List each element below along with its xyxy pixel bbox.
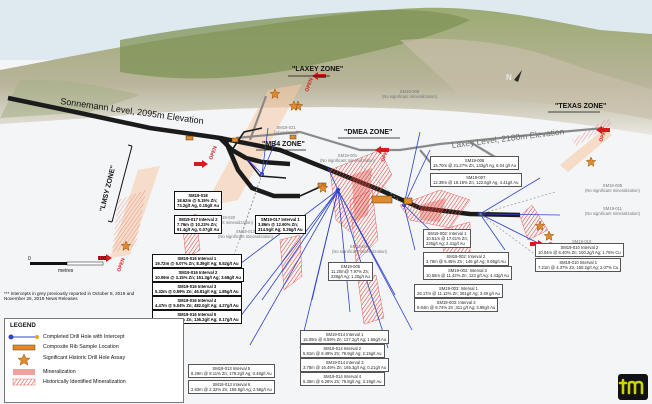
legend: LEGEND Completed Drill Hole with Interce…	[4, 318, 184, 403]
hole-label-sm19-021: SM19-021(Abandoned)	[274, 125, 299, 136]
mineralization	[352, 168, 446, 222]
mineralization-symbol-icon	[13, 369, 35, 375]
open-label-laxey: OPEN	[304, 77, 315, 93]
grey-intercepts-note: *** Intercepts in grey previously report…	[4, 291, 135, 302]
hole-label-sm19-013: SM19-013(No significant mineralization)	[218, 229, 273, 240]
hole-label-sm19-004: SM19-004(No significant mineralization)	[332, 244, 387, 255]
historic-mineralization-symbol-icon	[12, 378, 36, 386]
laxey-zone-label: "LAXEY ZONE"	[292, 66, 344, 73]
legend-symbols	[8, 334, 39, 386]
texas-zone-envelope	[560, 128, 612, 172]
legend-item-mineralization: Mineralization	[43, 369, 76, 375]
drill-hole-symbol-icon	[8, 334, 39, 340]
svg-text:100: 100	[98, 256, 107, 262]
scale-bar: 0 100 metres	[28, 256, 107, 274]
hole-label-sm19-010: SM19-010	[572, 239, 592, 244]
tm-logo-icon	[618, 378, 644, 395]
composite-symbol-icon	[12, 344, 36, 351]
svg-text:N: N	[506, 73, 512, 82]
legend-item-historic-mineralization: Historically Identified Mineralization	[43, 379, 126, 385]
open-label-texas: OPEN	[598, 127, 609, 143]
company-logo	[618, 374, 648, 400]
hole-label-sm19-009: SM19-009(No significant mineralization)	[585, 183, 640, 194]
hole-label-sm19-020: SM19-020(No significant mineralization)	[198, 215, 253, 226]
open-label-mb4: OPEN	[208, 145, 219, 161]
hole-label-sm19-008: SM19-008(No significant mineralization)	[382, 89, 437, 100]
legend-title: LEGEND	[10, 322, 36, 329]
hole-label-sm19-001: SM19-001(No significant mineralization)	[320, 153, 375, 164]
hole-label-sm19-011: SM19-011(No significant mineralization)	[585, 206, 640, 217]
legend-item-historic-assay: Significant Historic Drill Hole Assay	[43, 355, 126, 361]
north-arrow-icon: N	[506, 70, 522, 82]
legend-item-composite: Composite Rib Sample Location	[43, 344, 119, 350]
svg-text:0: 0	[28, 256, 31, 262]
lmsy-zone-bracket	[107, 144, 133, 223]
star-symbol-icon	[17, 353, 31, 366]
mb4-zone-label: "MB4 ZONE"	[262, 141, 305, 148]
texas-zone-label: "TEXAS ZONE"	[555, 103, 607, 110]
svg-text:metres: metres	[58, 268, 74, 274]
legend-item-drill-hole: Completed Drill Hole with Intercept	[43, 334, 125, 340]
open-label-lmsy: OPEN	[116, 257, 127, 273]
terrain-hillside	[0, 7, 652, 135]
open-label-dmea: OPEN	[380, 147, 391, 163]
dmea-zone-label: "DMEA ZONE"	[344, 129, 393, 136]
historic-assay-stars	[120, 88, 597, 251]
